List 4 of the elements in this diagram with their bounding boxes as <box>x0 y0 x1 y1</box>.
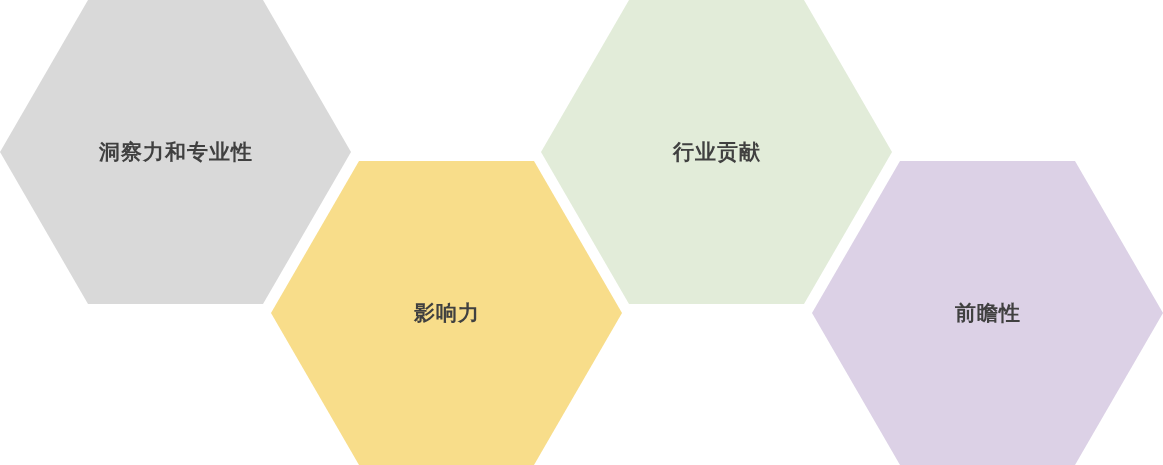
hexagon-label: 行业贡献 <box>671 139 762 166</box>
hexagon-label: 影响力 <box>412 300 481 327</box>
hexagon-label: 前瞻性 <box>953 300 1022 327</box>
hexagon-label: 洞察力和专业性 <box>97 139 254 166</box>
